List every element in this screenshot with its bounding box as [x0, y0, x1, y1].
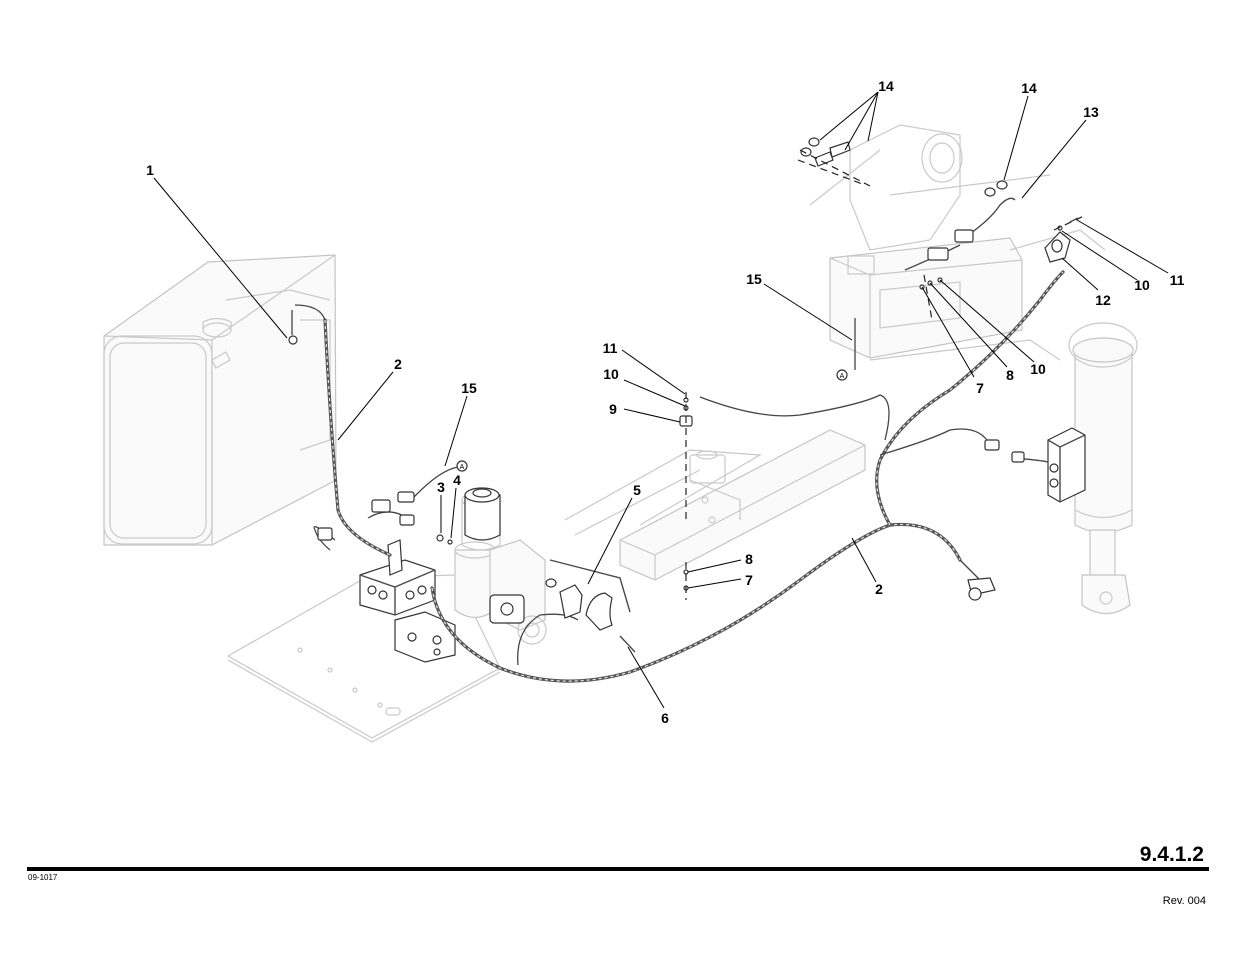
callout-9: 9 [609, 401, 617, 417]
connector-a-marker: A [456, 460, 468, 472]
boom-pivot [809, 124, 1106, 361]
revision-label: Rev. 004 [1162, 895, 1206, 907]
callout-8: 8 [745, 551, 753, 567]
branch-wires [313, 197, 1049, 666]
callout-5: 5 [633, 482, 641, 498]
callout-14: 14 [1021, 80, 1037, 96]
mounting-centerline [685, 149, 1087, 600]
callout-2: 2 [394, 356, 402, 372]
callout-14: 14 [878, 78, 894, 94]
parts-hardware [436, 137, 1079, 653]
callout-7: 7 [745, 572, 753, 588]
callout-11: 11 [1170, 272, 1185, 288]
callout-2: 2 [875, 581, 883, 597]
callout-12: 12 [1095, 292, 1111, 308]
callout-1: 1 [146, 162, 154, 178]
hydraulic-tank [103, 254, 337, 546]
callout-15: 15 [461, 380, 477, 396]
base-plate [226, 574, 501, 743]
leader-lines [153, 91, 1169, 709]
lift-cylinder [1047, 322, 1138, 615]
callout-10: 10 [603, 366, 619, 382]
frame-rail [564, 429, 866, 581]
callout-10: 10 [1030, 361, 1046, 377]
callout-6: 6 [661, 710, 669, 726]
svg-text:A: A [460, 464, 465, 471]
callout-15: 15 [746, 271, 762, 287]
callout-13: 13 [1083, 104, 1099, 120]
footer-rule [27, 867, 1209, 871]
drawing-code: 09-1017 [28, 873, 58, 882]
svg-text:A: A [840, 373, 845, 380]
callout-3: 3 [437, 479, 445, 495]
callout-8: 8 [1006, 367, 1014, 383]
callout-11: 11 [603, 340, 618, 356]
connector-a-marker: A [836, 369, 848, 381]
valve-block [359, 539, 456, 663]
page-number: 9.4.1.2 [1139, 843, 1204, 866]
wiring-harness [288, 270, 1065, 683]
callout-4: 4 [453, 472, 461, 488]
solenoid-unit [464, 487, 525, 624]
callout-10: 10 [1134, 277, 1150, 293]
callout-7: 7 [976, 380, 984, 396]
